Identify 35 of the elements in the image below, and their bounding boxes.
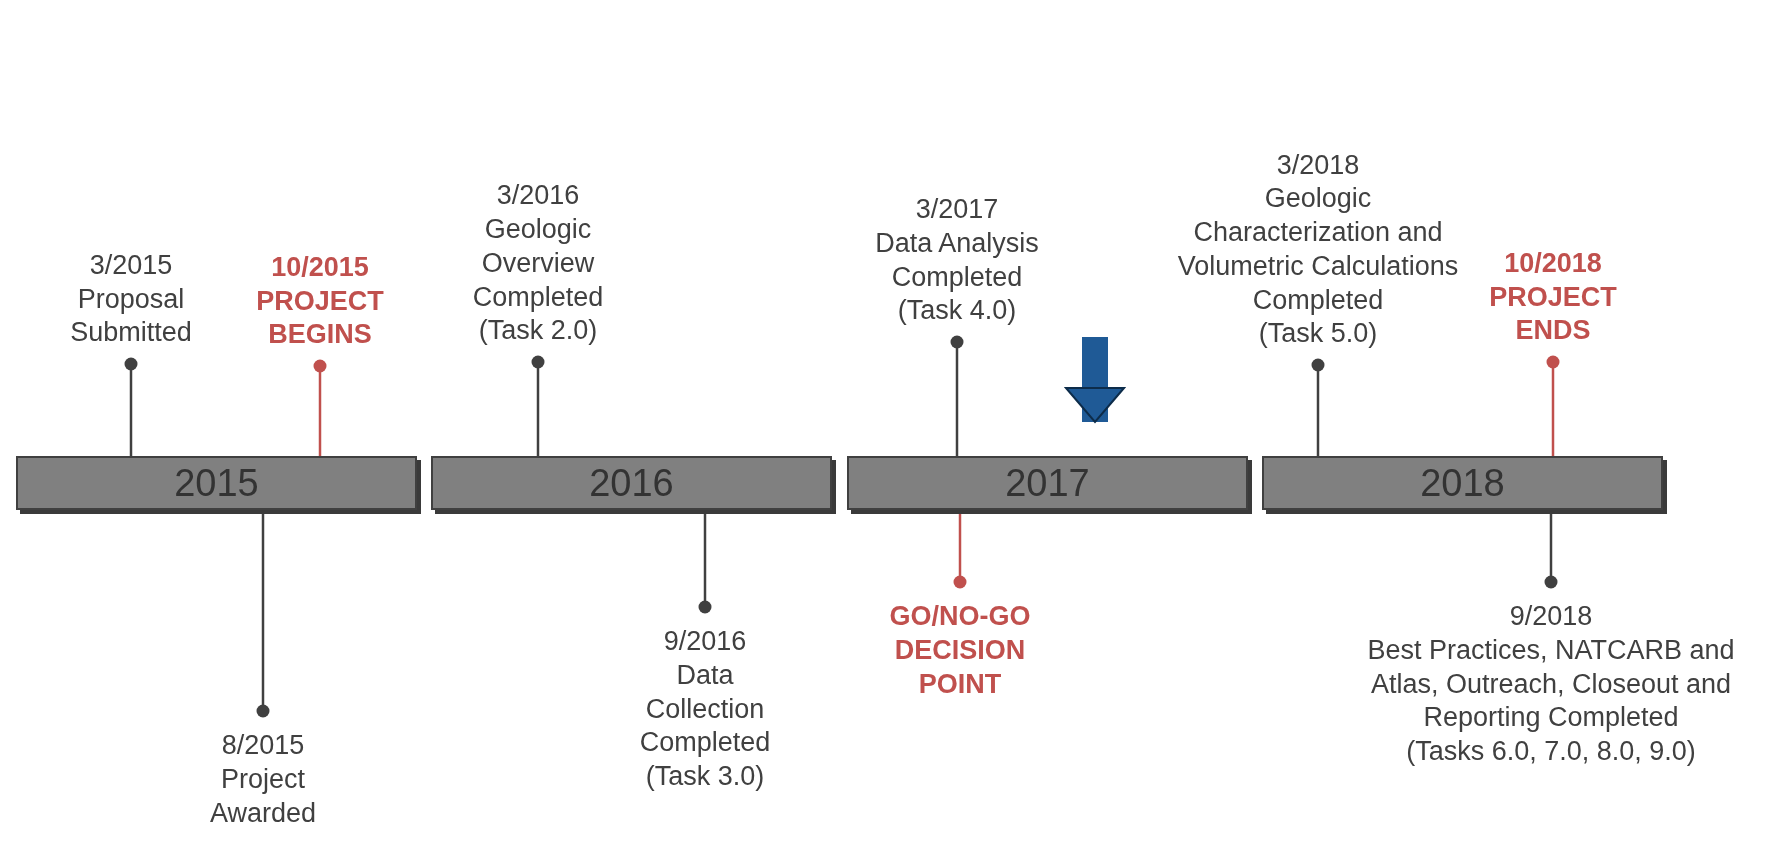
pin-line [1311, 358, 1325, 456]
milestone-text: GO/NO-GO DECISION POINT [888, 600, 1032, 701]
pin-line [531, 355, 545, 456]
pin-line [124, 357, 138, 456]
year-label: 2016 [589, 461, 674, 505]
milestone-date: 3/2017 [915, 193, 999, 226]
milestone-date: 10/2015 [271, 250, 369, 284]
milestone-text: Geologic Characterization and Volumetric Calculations Completed [1176, 182, 1460, 317]
milestone-text: PROJECT BEGINS [255, 284, 385, 352]
milestone-text: Data Collection Completed [638, 658, 772, 760]
milestone-text: Proposal Submitted [69, 282, 193, 350]
milestone-text: Project Awarded [208, 762, 318, 830]
pin-line [313, 359, 327, 456]
milestone-text: (Task 2.0) [478, 314, 598, 348]
milestone-text: (Task 4.0) [897, 294, 1017, 328]
milestone-date: 9/2018 [1509, 600, 1593, 633]
year-label: 2015 [174, 461, 259, 505]
milestone-text: Geologic Overview Completed [471, 213, 605, 314]
milestone-text: Data Analysis Completed [874, 226, 1040, 294]
arrow [1065, 337, 1125, 423]
milestone-text: Best Practices, NATCARB and Atlas, Outreach, Closeout and Reporting Completed [1366, 633, 1736, 735]
milestone-text: (Tasks 6.0, 7.0, 8.0, 9.0) [1406, 735, 1696, 768]
milestone-date: 3/2016 [496, 179, 580, 213]
pin-line [1546, 355, 1560, 456]
milestone-text: (Task 5.0) [1258, 317, 1378, 351]
year-label: 2018 [1420, 461, 1505, 505]
milestone-date: 10/2018 [1504, 246, 1602, 280]
year-label: 2017 [1005, 461, 1090, 505]
milestone-date: 9/2016 [663, 625, 747, 658]
milestone-text: (Task 3.0) [645, 760, 765, 793]
milestone-date: 3/2015 [89, 248, 173, 282]
milestone-date: 8/2015 [221, 729, 305, 762]
milestone-date: 3/2018 [1276, 148, 1360, 182]
milestone-text: PROJECT ENDS [1488, 280, 1618, 348]
pin-line [950, 335, 964, 456]
